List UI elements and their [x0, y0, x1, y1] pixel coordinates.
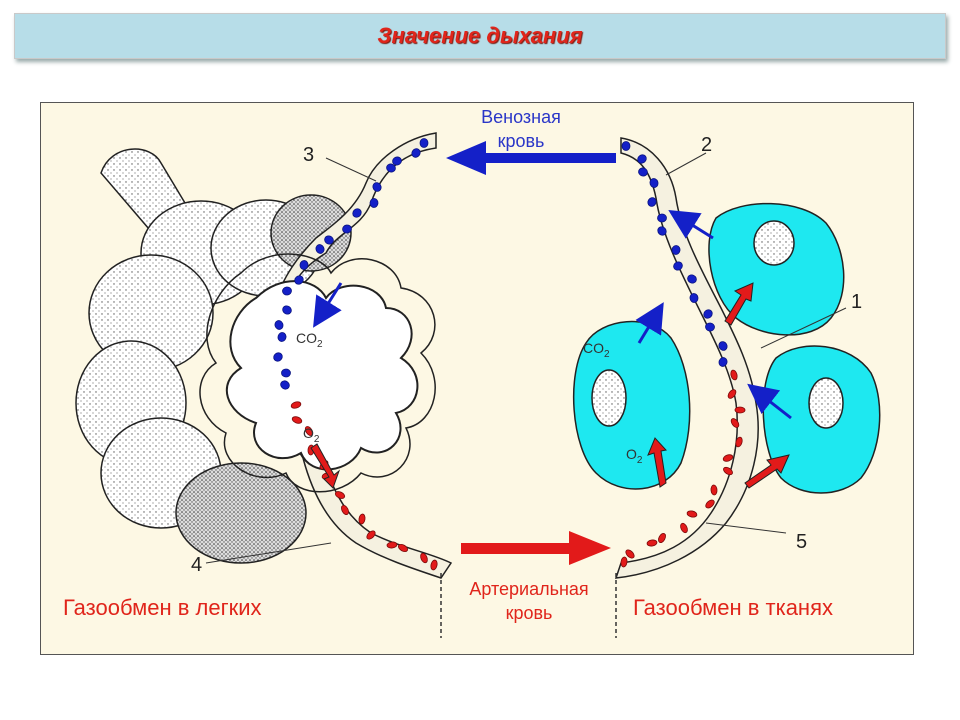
diagram-canvas: Венозная кровь Артериальная кровь Газооб…	[63, 107, 881, 638]
red-blood-cell	[710, 484, 718, 496]
arterial-arrow	[461, 531, 611, 565]
red-blood-cell	[730, 369, 738, 381]
blue-blood-cell	[372, 182, 382, 192]
o2-tissue-arrow-1	[724, 282, 754, 326]
blue-blood-cell	[621, 141, 631, 151]
lung-lobes	[75, 148, 352, 564]
blue-blood-cell	[280, 380, 290, 390]
arterial-label-line2: кровь	[506, 603, 553, 623]
lobe-7	[270, 194, 352, 272]
co2-tissue-arrow-1	[668, 210, 714, 240]
arterial-label-line1: Артериальная	[469, 579, 588, 599]
blue-blood-cell	[352, 208, 362, 218]
blue-blood-cell	[671, 245, 681, 255]
blue-blood-cell	[673, 261, 683, 271]
blue-blood-cell	[647, 197, 657, 207]
blue-blood-cell	[705, 322, 715, 332]
red-blood-cell	[727, 389, 737, 399]
gas-arrows	[310, 210, 792, 489]
blue-blood-cell	[299, 260, 309, 270]
red-blood-cell	[705, 499, 715, 509]
title-bar: Значение дыхания	[14, 13, 946, 59]
red-blood-cell	[358, 513, 366, 525]
red-blood-cell	[398, 543, 408, 553]
lobe-6	[175, 462, 307, 564]
nucleus-left	[591, 369, 627, 427]
red-blood-cell	[723, 466, 733, 476]
red-blood-cell	[625, 549, 635, 559]
number-4: 4	[191, 554, 202, 576]
blue-blood-cell	[638, 167, 648, 177]
blue-blood-cell	[273, 352, 283, 362]
blue-blood-cell	[703, 309, 713, 319]
co2-tissue-label: CO2	[583, 340, 610, 360]
co2-lung-label: CO2	[296, 330, 323, 350]
red-blood-cell	[658, 532, 666, 544]
blue-blood-cell	[637, 154, 647, 164]
blue-blood-cell	[657, 213, 667, 223]
venous-arrow	[446, 141, 616, 175]
respiration-diagram: Венозная кровь Артериальная кровь Газооб…	[40, 102, 914, 655]
co2-lung-arrow	[313, 282, 343, 328]
co2-tissue-arrow-2	[635, 302, 664, 344]
blue-blood-cell	[369, 198, 379, 208]
red-blood-cell	[291, 416, 303, 424]
o2-tissue-arrow-3	[744, 454, 790, 489]
blue-blood-cell	[411, 148, 421, 158]
nucleus-top	[753, 220, 795, 266]
red-blood-cell	[722, 454, 734, 462]
venous-label-line2: кровь	[498, 131, 545, 151]
blue-blood-cell	[649, 178, 659, 188]
number-5: 5	[796, 531, 807, 553]
blue-blood-cell	[324, 235, 334, 245]
tissue-capillary	[614, 137, 759, 579]
o2-tissue-label: O2	[626, 446, 643, 466]
red-blood-cell	[734, 406, 746, 414]
red-blood-cell	[686, 510, 698, 518]
blue-blood-cell	[282, 305, 292, 315]
red-blood-cell	[646, 539, 658, 547]
blue-blood-cell	[274, 320, 284, 330]
blue-blood-cell	[657, 226, 667, 236]
nucleus-right	[808, 377, 844, 429]
red-blood-cell	[730, 418, 740, 428]
blue-blood-cell	[392, 156, 402, 166]
o2-lung-arrow	[310, 443, 341, 489]
o2-tissue-arrow-2	[647, 437, 667, 488]
tissue-exchange-label: Газообмен в тканях	[633, 595, 833, 620]
blue-blood-cell	[342, 224, 352, 234]
red-blood-cell	[366, 530, 376, 540]
blue-blood-cell	[718, 341, 728, 351]
slide-title: Значение дыхания	[377, 23, 583, 48]
alveolus	[199, 253, 436, 493]
blue-blood-cell	[419, 138, 429, 148]
blue-blood-cell	[718, 357, 728, 367]
red-blood-cell	[680, 522, 688, 534]
blue-blood-cell	[282, 286, 292, 296]
blue-blood-cell	[689, 293, 699, 303]
red-blood-cell	[430, 559, 438, 571]
blue-blood-cell	[687, 274, 697, 284]
red-blood-cell	[290, 401, 302, 409]
number-1: 1	[851, 291, 862, 313]
red-blood-cell	[735, 436, 743, 448]
number-2: 2	[701, 134, 712, 156]
number-3: 3	[303, 144, 314, 166]
red-blood-cell	[386, 541, 398, 549]
blue-blood-cell	[386, 163, 396, 173]
blue-blood-cell	[294, 275, 304, 285]
o2-lung-label: O2	[303, 425, 320, 445]
blue-blood-cell	[277, 332, 287, 342]
red-blood-cell	[341, 504, 349, 516]
venous-label-line1: Венозная	[481, 107, 561, 127]
blue-blood-cell	[315, 244, 325, 254]
red-blood-cell	[620, 556, 628, 568]
blue-blood-cell	[281, 368, 291, 378]
co2-tissue-arrow-3	[747, 383, 792, 420]
leader-lines	[205, 152, 847, 564]
red-blood-cell	[334, 491, 346, 499]
red-blood-cell	[420, 552, 428, 564]
red-blood-cell	[304, 426, 314, 436]
lungs-exchange-label: Газообмен в легких	[63, 595, 262, 620]
